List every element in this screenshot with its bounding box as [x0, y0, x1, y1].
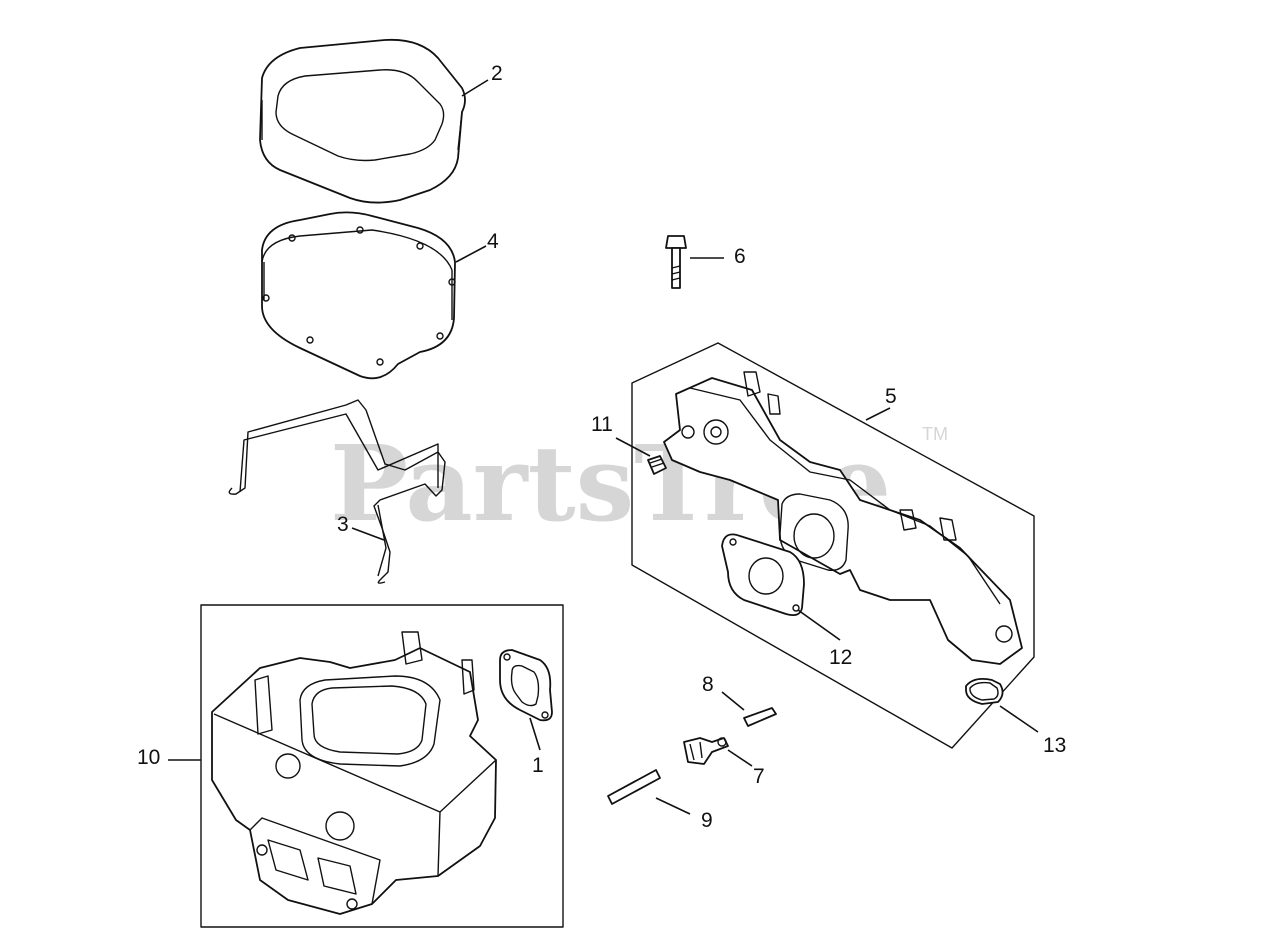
- leader-4: [455, 245, 487, 263]
- leader-lines: [168, 79, 1039, 815]
- leader-12: [797, 609, 841, 641]
- part-intake-manifold[interactable]: [631, 342, 1035, 749]
- part-precleaner[interactable]: [259, 38, 466, 204]
- part-manifold-gasket[interactable]: [721, 533, 805, 617]
- callout-13: 13: [1043, 734, 1066, 757]
- callout-2: 2: [491, 62, 503, 85]
- part-bolt[interactable]: [665, 235, 687, 289]
- part-pin-short[interactable]: [743, 707, 777, 727]
- part-o-ring[interactable]: [965, 677, 1004, 705]
- part-pin-long[interactable]: [607, 769, 661, 805]
- callout-9: 9: [701, 809, 713, 832]
- leader-8: [721, 691, 745, 711]
- callout-6: 6: [734, 245, 746, 268]
- part-lever[interactable]: [683, 737, 729, 765]
- callout-11: 11: [591, 413, 613, 436]
- leader-9: [655, 797, 691, 815]
- part-base-gasket[interactable]: [499, 649, 553, 722]
- callout-5: 5: [885, 385, 897, 408]
- callout-4: 4: [487, 230, 499, 253]
- callout-8: 8: [702, 673, 714, 696]
- part-air-filter[interactable]: [261, 211, 456, 380]
- callout-3: 3: [337, 513, 349, 536]
- leader-5: [865, 407, 891, 421]
- leader-13: [999, 705, 1039, 733]
- part-plug[interactable]: [647, 455, 667, 475]
- callout-labels: 2 4 3 10 1 6 5 11 12 13 8 7 9: [137, 62, 1066, 832]
- callout-1: 1: [532, 754, 544, 777]
- callout-12: 12: [829, 646, 852, 669]
- watermark-trademark: TM: [922, 424, 948, 444]
- callout-7: 7: [753, 765, 765, 788]
- callout-10: 10: [137, 746, 160, 769]
- leader-11: [615, 437, 651, 457]
- part-wire-retainer[interactable]: [228, 399, 446, 584]
- leader-1: [529, 717, 541, 751]
- leader-3: [351, 527, 385, 541]
- leader-7: [727, 749, 753, 767]
- leader-2: [461, 79, 489, 97]
- part-air-cleaner-base[interactable]: [200, 604, 564, 928]
- base-frame: [200, 604, 564, 928]
